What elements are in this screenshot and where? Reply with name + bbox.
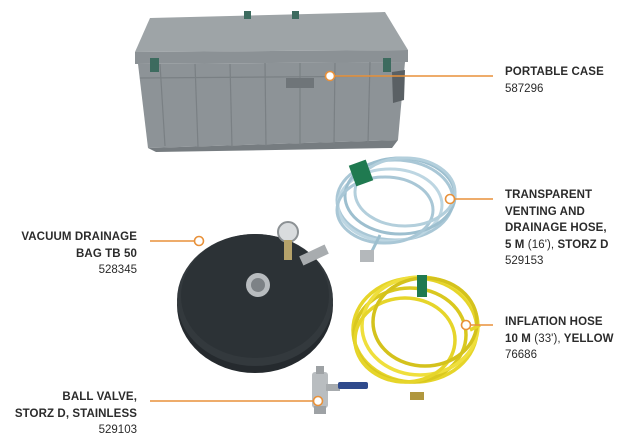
vacuum-bag-image [177,221,333,373]
label-number: 529153 [505,255,544,267]
label-title-line: TRANSPARENT [505,189,593,201]
inflation-hose-strap [417,275,427,297]
leader-lines [150,75,493,402]
label-title-line: INFLATION HOSE [505,316,603,328]
ball-valve-image [312,366,368,414]
label-title-line: BALL VALVE, [62,391,137,403]
label-title-line: 5 m (16'), STORZ D [505,238,609,251]
label-title-line: 10 m (33'), YELLOW [505,332,614,345]
label-title-line: BAG TB 50 [76,247,137,260]
label-portable-case: PORTABLE CASE 587296 [505,64,604,97]
inflation-hose-image [351,275,481,384]
hose-strap [348,159,374,187]
label-ball-valve: BALL VALVE, STORZ D, STAINLESS 529103 [15,389,137,439]
label-number: 587296 [505,82,544,95]
label-vacuum-bag: VACUUM DRAINAGE BAG TB 50 528345 [21,229,137,279]
label-title-line: VACUUM DRAINAGE [21,231,137,243]
label-number: 76686 [505,349,537,361]
label-title-line: STORZ D, STAINLESS [14,407,137,420]
inflation-hose-coupling [410,392,424,400]
label-title-line: VENTING AND [505,205,585,218]
leader-markers [193,70,472,407]
transparent-hose-image [335,156,457,256]
label-number: 528345 [98,264,137,276]
label-title-line: DRAINAGE HOSE, [505,222,607,234]
label-inflation-hose: INFLATION HOSE 10 m (33'), YELLOW 76686 [505,314,614,364]
portable-case-image [135,11,408,152]
storz-coupling [360,250,374,262]
label-number: 529103 [98,424,137,436]
label-transparent-hose: TRANSPARENT VENTING AND DRAINAGE HOSE, 5… [505,187,609,270]
label-title: PORTABLE CASE [505,66,604,78]
